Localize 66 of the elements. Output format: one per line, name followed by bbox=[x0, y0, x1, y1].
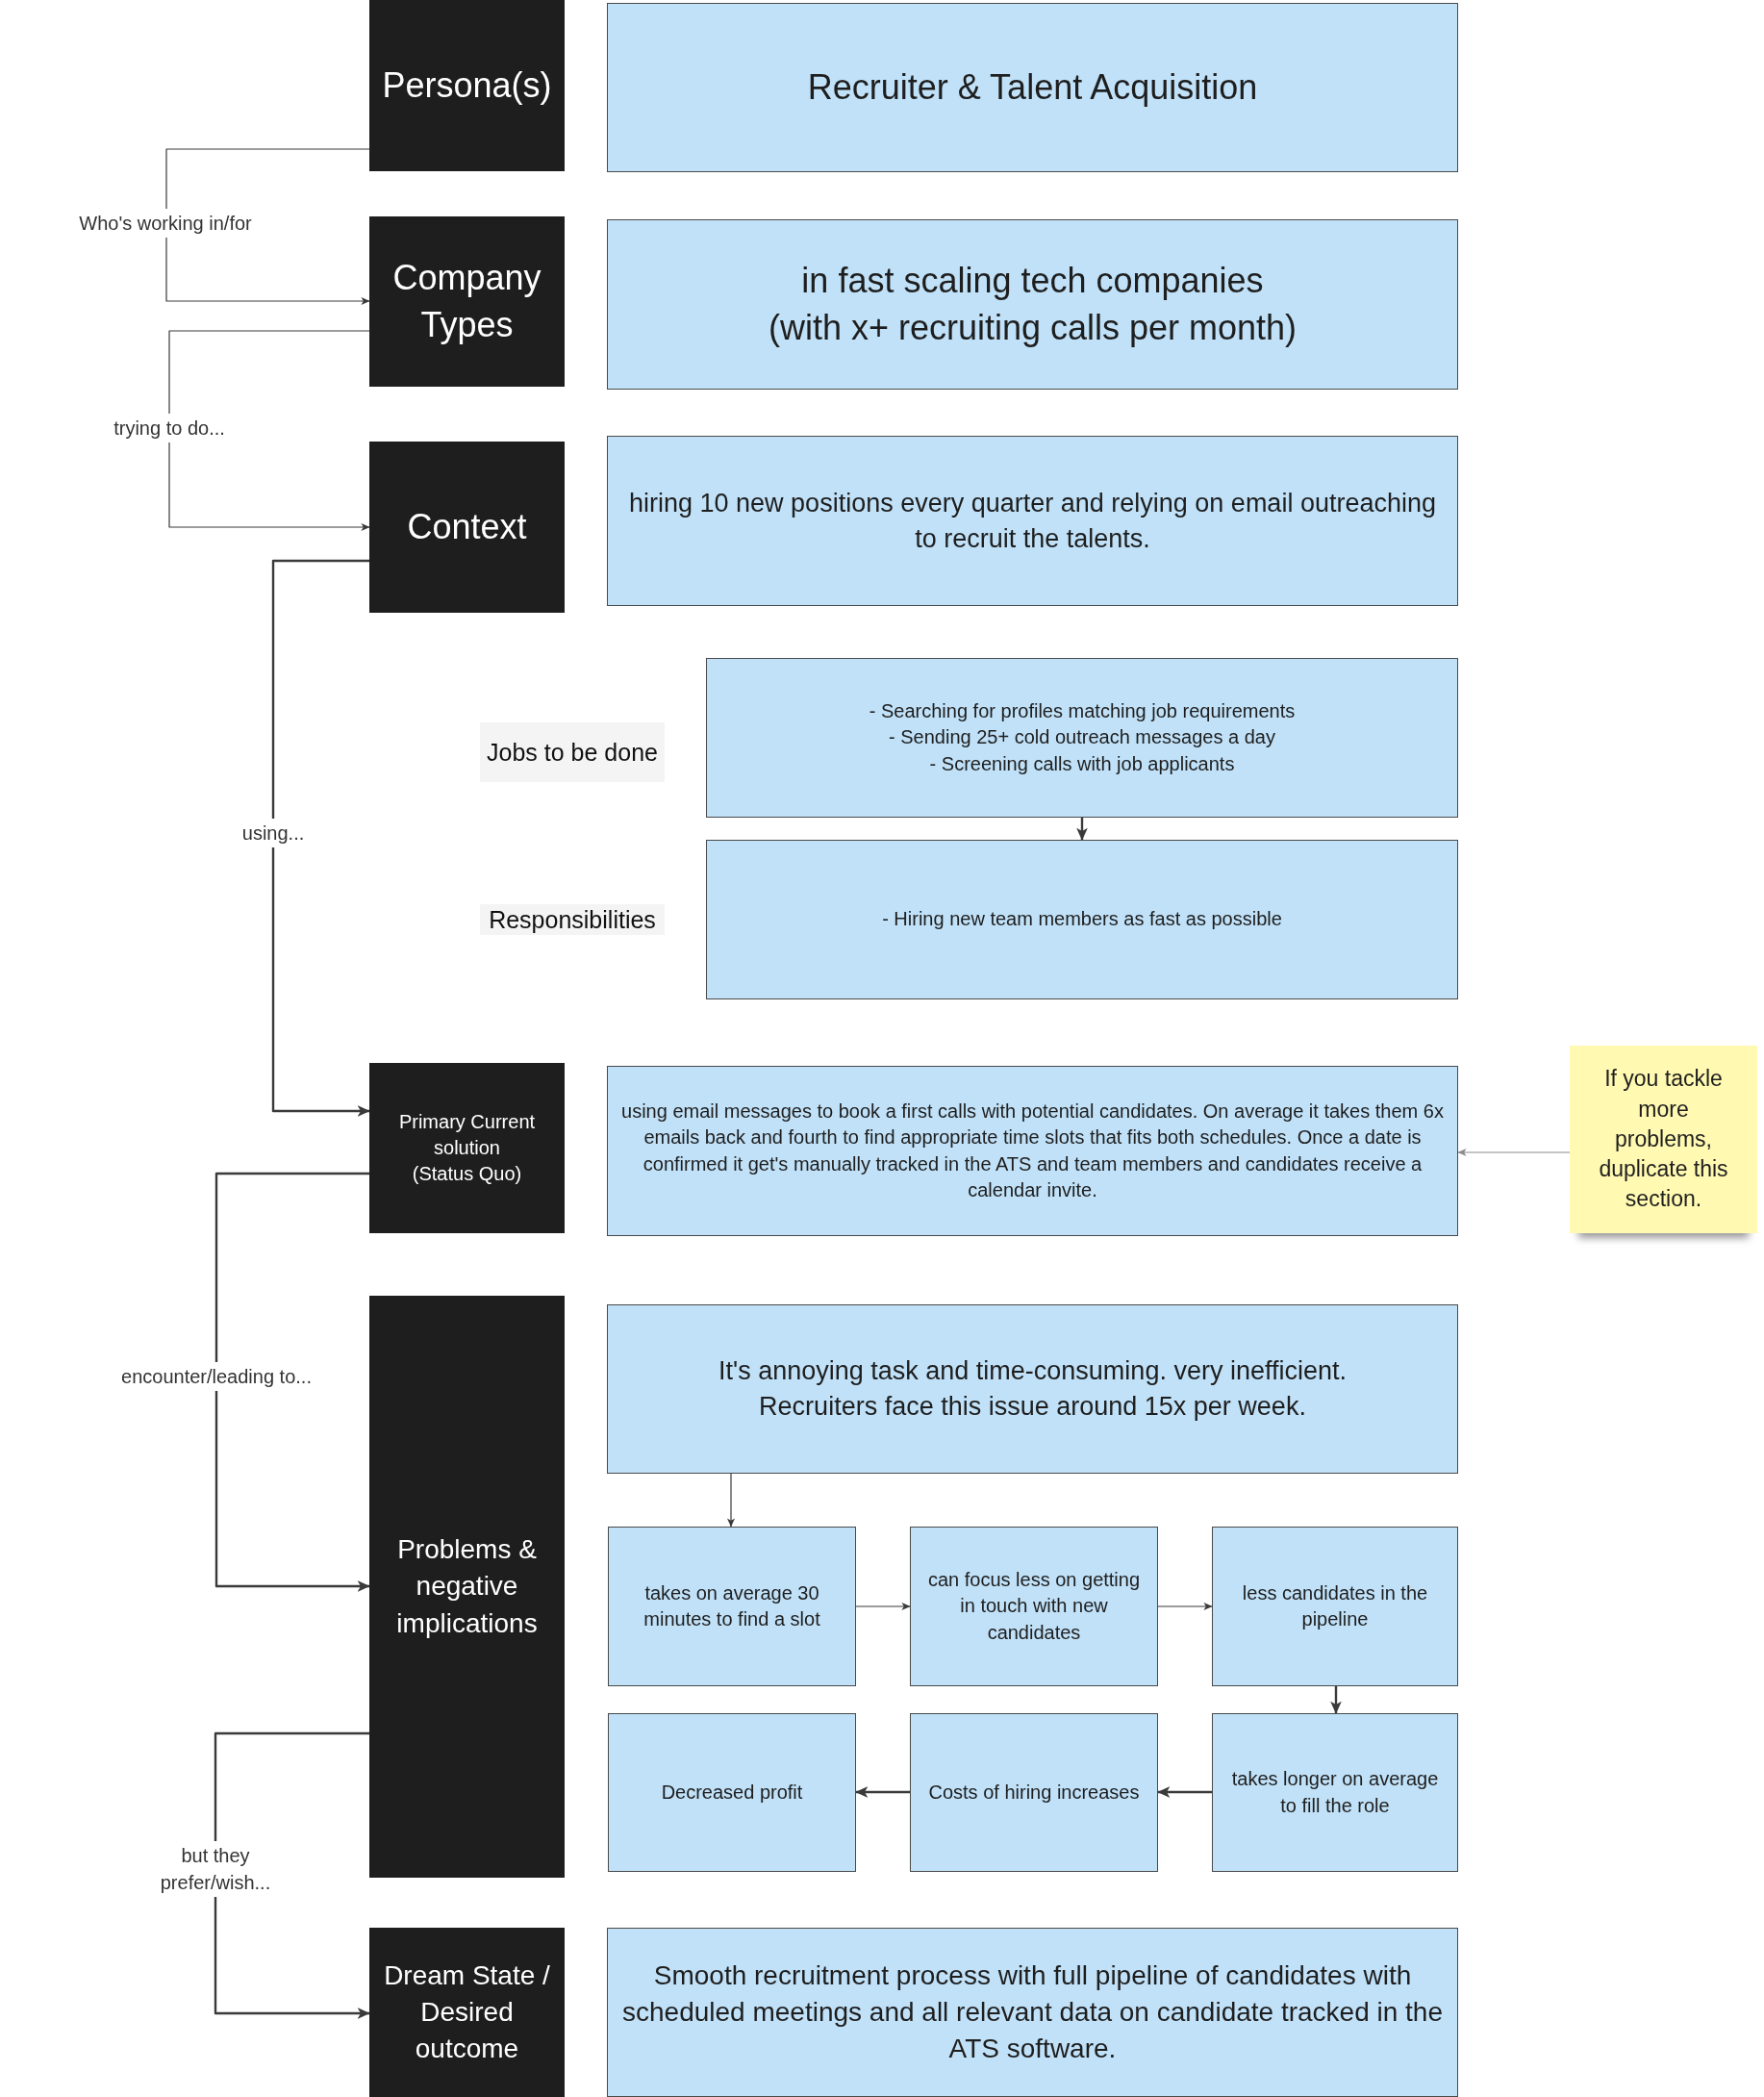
arrow bbox=[214, 1731, 370, 2019]
description-text: Recruiter & Talent Acquisition bbox=[807, 65, 1258, 109]
arrow bbox=[855, 1786, 910, 1798]
section-header-panel bbox=[369, 1063, 565, 1233]
content-panel bbox=[608, 1713, 856, 1872]
description-text: using email messages to book a first calls with potential candidates. On average it takes them 6x emails back and fourth to find appropriate time slots that fits both schedules. Once a date is confirmed it get's manually tracked in the ATS and team members and candidates receive a calendar invite. bbox=[620, 1099, 1445, 1202]
description-text: takes longer on average to fill the role bbox=[1230, 1767, 1440, 1818]
section-title: Primary Current solution bbox=[397, 1109, 537, 1160]
section-title: Company Types bbox=[391, 256, 542, 346]
section-title: Problems & negative implications bbox=[395, 1533, 539, 1640]
arrow bbox=[214, 1172, 370, 1592]
content-panel bbox=[706, 658, 1458, 818]
arrow bbox=[1457, 1148, 1571, 1157]
description-text: - Hiring new team members as fast as possible bbox=[882, 907, 1282, 932]
description-text: in fast scaling tech companies bbox=[801, 259, 1264, 302]
arrow bbox=[1157, 1602, 1213, 1611]
arrow bbox=[168, 330, 370, 532]
section-header-panel bbox=[369, 0, 565, 171]
edge-label: encounter/leading to... bbox=[121, 1362, 312, 1391]
section-header-panel bbox=[369, 1928, 565, 2097]
content-panel bbox=[607, 1066, 1458, 1236]
description-text: - Searching for profiles matching job requirements bbox=[869, 699, 1296, 724]
content-panel bbox=[607, 436, 1458, 606]
description-text: It's annoying task and time-consuming. very inefficient. bbox=[718, 1355, 1347, 1388]
arrow bbox=[1330, 1686, 1342, 1714]
description-text: - Screening calls with job applicants bbox=[929, 751, 1235, 776]
section-title: Context bbox=[407, 505, 527, 548]
edge-label: Who's working in/for bbox=[79, 209, 252, 238]
description-text: Decreased profit bbox=[661, 1780, 803, 1805]
description-text: Costs of hiring increases bbox=[928, 1780, 1140, 1805]
arrow bbox=[271, 559, 370, 1117]
content-panel bbox=[1212, 1527, 1458, 1686]
section-header-panel bbox=[369, 442, 565, 613]
content-panel bbox=[607, 1928, 1458, 2097]
content-panel bbox=[910, 1713, 1158, 1872]
content-panel bbox=[706, 840, 1458, 999]
description-text: takes on average 30 minutes to find a slot bbox=[643, 1580, 821, 1631]
sticky-note bbox=[1570, 1046, 1757, 1233]
edge-label: trying to do... bbox=[113, 414, 225, 442]
arrow bbox=[726, 1473, 736, 1528]
description-text: Recruiters face this issue around 15x per week. bbox=[759, 1391, 1306, 1423]
content-panel bbox=[608, 1527, 856, 1686]
description-text: Smooth recruitment process with full pipeline of candidates with scheduled meetings and all relevant data on candidate tracked in the ATS software. bbox=[621, 1958, 1444, 2066]
arrow bbox=[855, 1602, 911, 1611]
section-title: Dream State / Desired outcome bbox=[383, 1958, 551, 2066]
content-panel bbox=[607, 1304, 1458, 1474]
section-title: Persona(s) bbox=[382, 63, 552, 107]
description-text: less candidates in the pipeline bbox=[1241, 1580, 1429, 1631]
arrow bbox=[165, 148, 370, 306]
content-panel bbox=[1212, 1713, 1458, 1872]
arrow bbox=[1157, 1786, 1212, 1798]
content-panel bbox=[910, 1527, 1158, 1686]
content-panel bbox=[607, 219, 1458, 390]
section-label: Responsibilities bbox=[489, 905, 656, 934]
description-text: hiring 10 new positions every quarter and relying on email outreaching to recruit the talents. bbox=[628, 487, 1437, 555]
section-header-panel bbox=[369, 1296, 565, 1878]
edge-label: using... bbox=[241, 819, 305, 847]
content-panel bbox=[607, 3, 1458, 172]
arrow bbox=[1076, 818, 1088, 841]
description-text: (with x+ recruiting calls per month) bbox=[768, 306, 1298, 349]
description-text: - Sending 25+ cold outreach messages a day bbox=[889, 725, 1275, 750]
description-text: can focus less on getting in touch with new candidates bbox=[926, 1568, 1142, 1645]
section-header-panel bbox=[369, 216, 565, 387]
section-title: (Status Quo) bbox=[412, 1162, 522, 1187]
section-label: Jobs to be done bbox=[487, 738, 658, 767]
note-text: If you tackle more problems, duplicate this section. bbox=[1598, 1065, 1729, 1214]
